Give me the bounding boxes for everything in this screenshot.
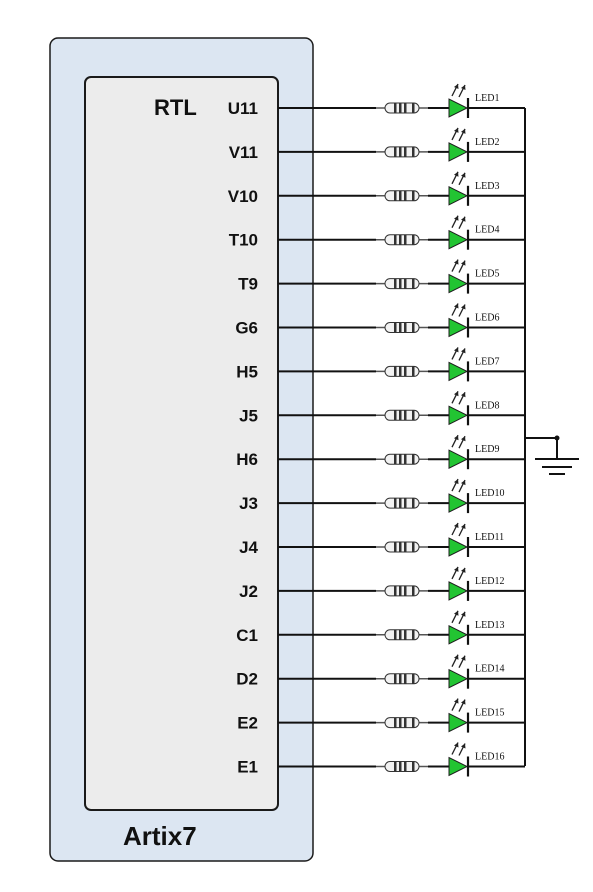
ground-icon xyxy=(535,438,579,475)
pin-label: J4 xyxy=(239,538,258,557)
pin-label: J3 xyxy=(239,494,258,513)
led-icon xyxy=(448,171,470,206)
channel-row: C1 LED13 xyxy=(236,610,525,645)
led-icon xyxy=(448,478,470,514)
resistor-icon xyxy=(376,409,428,421)
pin-label: H5 xyxy=(236,362,258,381)
resistor-icon xyxy=(376,541,428,553)
led-icon xyxy=(448,522,470,557)
resistor-icon xyxy=(376,585,428,597)
channel-row: T10 LED4 xyxy=(229,215,525,250)
fpga-module xyxy=(84,76,279,811)
channel-row: E1 LED16 xyxy=(237,742,525,777)
led-label: LED7 xyxy=(475,356,499,367)
resistor-icon xyxy=(376,234,428,246)
pin-label: J2 xyxy=(239,582,258,601)
led-icon xyxy=(448,303,470,338)
led-icon xyxy=(448,347,470,382)
led-label: LED5 xyxy=(475,269,499,280)
pin-label: T10 xyxy=(229,231,258,250)
led-label: LED9 xyxy=(475,444,499,455)
led-label: LED11 xyxy=(475,532,504,543)
led-label: LED8 xyxy=(475,400,499,411)
resistor-icon xyxy=(376,629,428,641)
channel-row: J5 LED8 xyxy=(239,391,525,426)
resistor-icon xyxy=(376,146,428,158)
channel-row: V10 LED3 xyxy=(228,171,525,206)
channel-row: J3 LED10 xyxy=(239,478,525,514)
resistor-icon xyxy=(376,278,428,290)
channel-row: H6 LED9 xyxy=(236,434,525,470)
channel-row: J4 LED11 xyxy=(239,522,525,557)
led-icon xyxy=(448,698,470,733)
led-icon xyxy=(448,434,470,470)
channel-row: D2 LED14 xyxy=(236,654,525,689)
led-label: LED6 xyxy=(475,313,499,324)
led-icon xyxy=(448,742,470,777)
channel-row: H5 LED7 xyxy=(236,347,525,382)
resistor-icon xyxy=(376,717,428,729)
channel-row: G6 LED6 xyxy=(235,303,525,338)
pin-label: C1 xyxy=(236,626,258,645)
resistor-icon xyxy=(376,761,428,772)
resistor-icon xyxy=(376,190,428,202)
led-label: LED16 xyxy=(475,752,504,763)
led-label: LED14 xyxy=(475,664,504,675)
channel-row: E2 LED15 xyxy=(237,698,525,733)
resistor-icon xyxy=(376,453,428,465)
led-label: LED15 xyxy=(475,708,504,719)
led-icon xyxy=(448,259,470,294)
led-icon xyxy=(448,83,470,118)
channel-row: T9 LED5 xyxy=(238,259,525,294)
resistor-icon xyxy=(376,497,428,509)
pin-label: U11 xyxy=(228,99,258,118)
led-label: LED1 xyxy=(475,93,499,104)
led-icon xyxy=(448,610,470,645)
pin-label: E2 xyxy=(237,714,258,733)
pin-label: J5 xyxy=(239,406,258,425)
board-name: Artix7 xyxy=(123,821,197,851)
channel-row: V11 LED2 xyxy=(229,127,525,162)
pin-label: V11 xyxy=(229,143,258,162)
pin-label: G6 xyxy=(235,319,258,338)
led-label: LED12 xyxy=(475,576,504,587)
led-icon xyxy=(448,127,470,162)
led-label: LED3 xyxy=(475,181,499,192)
pin-label: D2 xyxy=(236,670,258,689)
pin-label: E1 xyxy=(237,758,258,777)
led-icon xyxy=(448,654,470,689)
led-icon xyxy=(448,215,470,250)
pin-label: T9 xyxy=(238,275,258,294)
resistor-icon xyxy=(376,102,428,114)
led-label: LED13 xyxy=(475,620,504,631)
resistor-icon xyxy=(376,322,428,333)
resistor-icon xyxy=(376,673,428,685)
led-icon xyxy=(448,391,470,426)
led-label: LED2 xyxy=(475,137,499,148)
module-label: RTL xyxy=(154,95,197,120)
led-label: LED10 xyxy=(475,488,504,499)
pin-label: H6 xyxy=(236,450,258,469)
channel-row: U11 LED1 xyxy=(228,83,525,118)
resistor-icon xyxy=(376,365,428,377)
led-label: LED4 xyxy=(475,225,499,236)
led-icon xyxy=(448,566,470,601)
pin-label: V10 xyxy=(228,187,258,206)
channel-row: J2 LED12 xyxy=(239,566,525,601)
